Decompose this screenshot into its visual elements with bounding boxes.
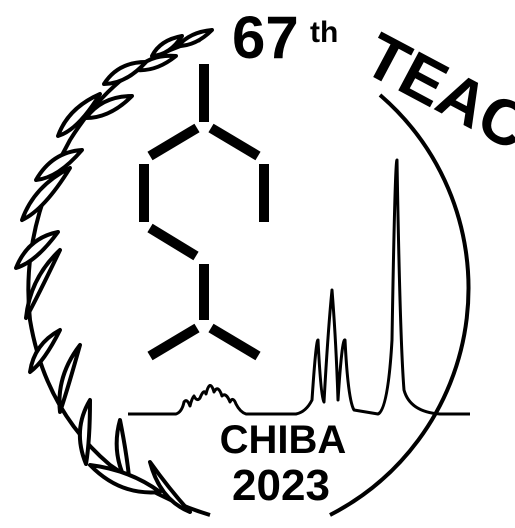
molecule-structure-icon: [139, 64, 269, 361]
edition-number: 67: [232, 4, 299, 71]
edition-suffix: th: [310, 16, 338, 49]
laurel-wreath-icon: [14, 28, 214, 517]
year-text: 2023: [232, 461, 330, 510]
city-text: CHIBA: [220, 418, 347, 462]
ring-arc-icon: [329, 93, 471, 517]
acronym-text: TEAC: [353, 19, 515, 164]
spectrum-peaks-icon: [128, 158, 470, 416]
